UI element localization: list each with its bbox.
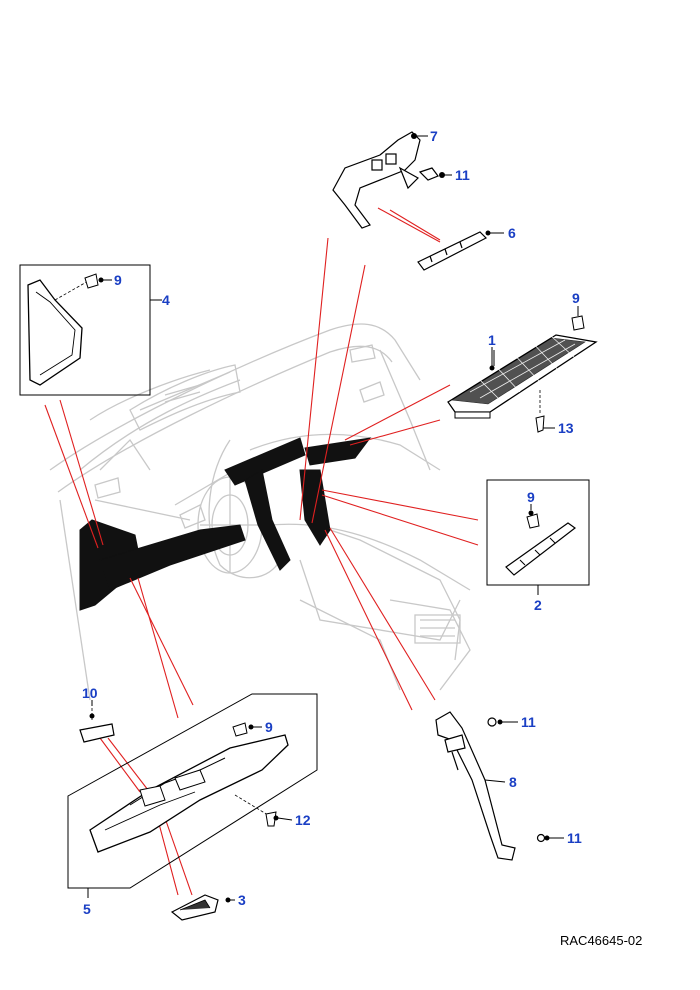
callout-10: 10 <box>82 685 98 701</box>
callout-11-bracket-top: 11 <box>521 714 536 730</box>
vertical-bracket-8 <box>435 711 516 861</box>
latch-10 <box>79 703 115 743</box>
callout-4: 4 <box>162 292 170 308</box>
fastener-7 <box>411 133 417 139</box>
callout-9-box2: 9 <box>527 489 535 505</box>
upper-bracket-7 <box>332 131 439 229</box>
glovebox-5 <box>89 734 289 853</box>
callout-9-grille: 9 <box>572 290 580 306</box>
callout-3: 3 <box>238 892 246 908</box>
inset-box-2 <box>486 479 590 595</box>
callout-12: 12 <box>295 812 311 828</box>
callout-9-box4: 9 <box>114 272 122 288</box>
callout-2: 2 <box>534 597 542 613</box>
callout-6: 6 <box>508 225 516 241</box>
fastener-11-top <box>439 172 445 178</box>
handle-3 <box>170 894 231 921</box>
callout-1: 1 <box>488 332 496 348</box>
leader-lines <box>44 207 479 896</box>
callout-13: 13 <box>558 420 574 436</box>
callout-9-glovebox: 9 <box>265 719 273 735</box>
side-trim-panel <box>27 279 83 386</box>
inset-box-4 <box>19 264 162 396</box>
reference-code: RAC46645-02 <box>560 933 642 948</box>
trim-strip-6 <box>417 231 488 271</box>
inset-box-5 <box>67 693 318 898</box>
callout-5: 5 <box>83 901 91 917</box>
callout-11-top: 11 <box>455 167 470 183</box>
callout-7: 7 <box>430 128 438 144</box>
callout-11-bracket-bottom: 11 <box>567 830 582 846</box>
callout-8: 8 <box>509 774 517 790</box>
speaker-grille-1 <box>447 315 598 433</box>
installed-parts <box>79 437 372 611</box>
clip-part <box>84 273 99 289</box>
